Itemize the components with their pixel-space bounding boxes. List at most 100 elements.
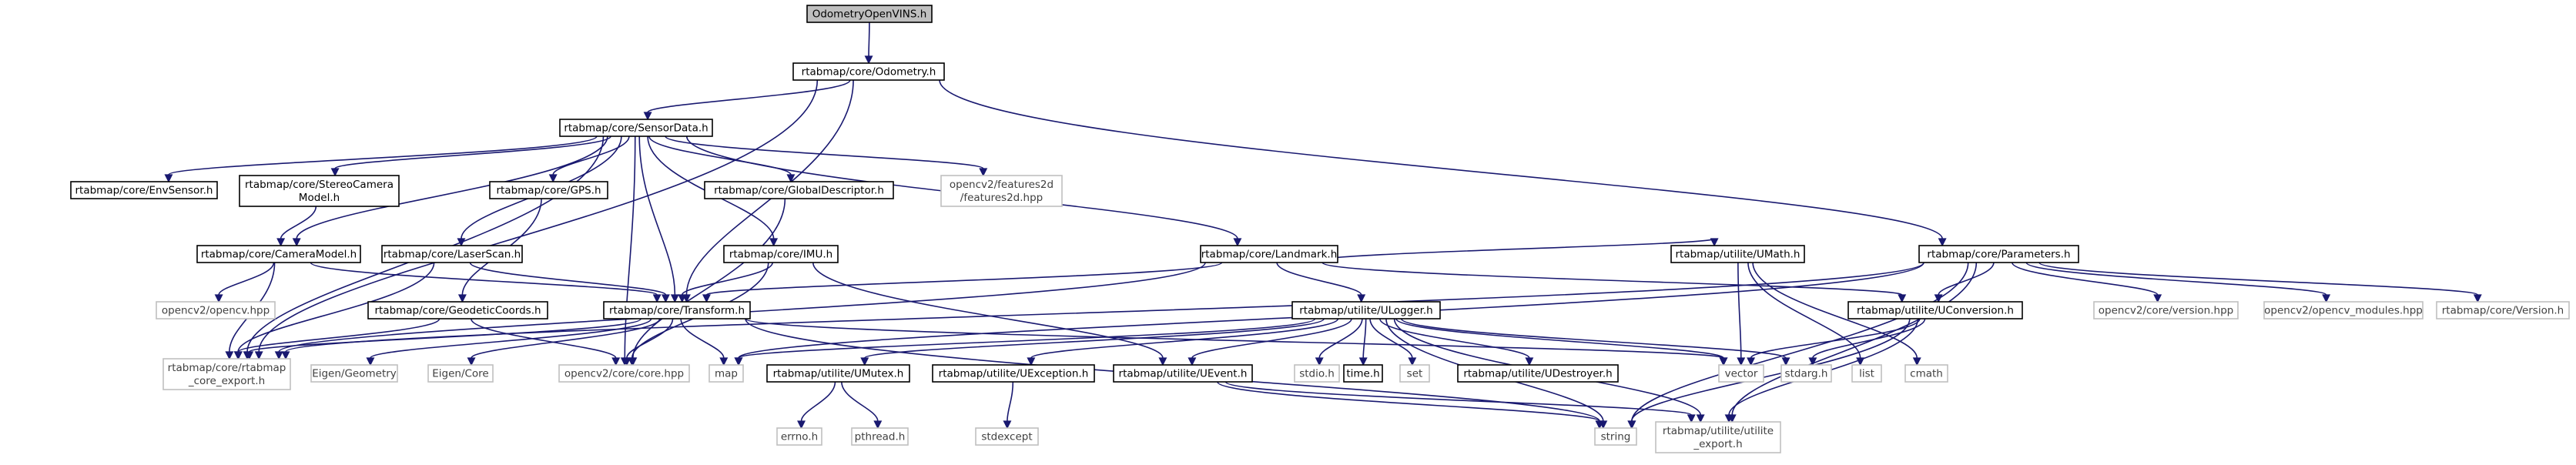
node-label: errno.h — [781, 431, 818, 443]
node-transform[interactable]: rtabmap/core/Transform.h — [603, 301, 751, 319]
node-box — [239, 175, 400, 207]
edge-parameters-to-opencv_modules — [2025, 262, 2331, 303]
node-time[interactable]: time.h — [1343, 364, 1383, 383]
node-cameramodel[interactable]: rtabmap/core/CameraModel.h — [196, 245, 361, 263]
node-label: list — [1859, 368, 1874, 380]
node-box — [792, 62, 945, 81]
edge-umath-to-vector — [1737, 262, 1746, 366]
edge-ulogger-to-udestroyer — [1379, 318, 1534, 366]
node-parameters[interactable]: rtabmap/core/Parameters.h — [1918, 245, 2079, 263]
node-box — [1655, 421, 1781, 453]
node-label: rtabmap/core/IMU.h — [729, 249, 832, 261]
node-label: rtabmap/core/GeodeticCoords.h — [374, 305, 541, 317]
node-globaldescriptor[interactable]: rtabmap/core/GlobalDescriptor.h — [704, 181, 894, 199]
edge-stereocamera-to-cameramodel — [276, 206, 317, 247]
node-sensordata[interactable]: rtabmap/core/SensorData.h — [559, 119, 713, 137]
node-box — [1847, 301, 2023, 319]
node-box — [723, 245, 839, 263]
node-version_hpp: opencv2/core/version.hpp — [2093, 301, 2239, 319]
node-uevent[interactable]: rtabmap/utilite/UEvent.h — [1113, 364, 1253, 383]
node-box — [1343, 364, 1383, 383]
edge-ulogger-to-time — [1358, 318, 1368, 366]
node-label: opencv2/opencv_modules.hpp — [2264, 305, 2423, 317]
node-box — [1294, 364, 1340, 383]
edge-uevent-to-utilite_export — [1224, 381, 1696, 423]
node-box — [559, 119, 713, 137]
node-box — [162, 358, 291, 390]
node-label: rtabmap/core/LaserScan.h — [384, 249, 521, 261]
node-ulogger[interactable]: rtabmap/utilite/ULogger.h — [1291, 301, 1441, 319]
edge-umutex-to-pthread — [841, 381, 883, 430]
node-eigen_core: Eigen/Core — [427, 364, 494, 383]
node-box — [310, 364, 398, 383]
node-features2d: opencv2/features2d/features2d.hpp — [940, 175, 1063, 207]
edge-sensordata-to-cameramodel — [292, 135, 608, 247]
node-box — [558, 364, 690, 383]
edge-umath-to-cmath — [1752, 262, 1921, 366]
edge-ulogger-to-uexception — [1027, 318, 1339, 366]
node-label: opencv2/core/version.hpp — [2099, 305, 2233, 317]
node-cmath: cmath — [1904, 364, 1948, 383]
node-box — [1399, 364, 1430, 383]
node-box — [851, 427, 909, 446]
node-box — [427, 364, 494, 383]
node-label: rtabmap/core/rtabmap — [168, 362, 286, 374]
node-pthread: pthread.h — [851, 427, 909, 446]
edge-sensordata-to-envsensor — [164, 135, 598, 183]
node-label: time.h — [1346, 368, 1379, 380]
node-box — [932, 364, 1095, 383]
edge-uconversion-to-vector — [1747, 318, 1921, 366]
node-label: rtabmap/utilite/UConversion.h — [1857, 305, 2014, 317]
node-envsensor[interactable]: rtabmap/core/EnvSensor.h — [70, 181, 218, 199]
edge-ulogger-to-map — [734, 318, 1316, 366]
node-uexception[interactable]: rtabmap/utilite/UException.h — [932, 364, 1095, 383]
node-label: _core_export.h — [188, 375, 265, 387]
node-label: pthread.h — [855, 431, 906, 443]
node-stdarg: stdarg.h — [1780, 364, 1832, 383]
node-box — [156, 301, 276, 319]
node-label: stdio.h — [1299, 368, 1335, 380]
node-laserscan[interactable]: rtabmap/core/LaserScan.h — [381, 245, 523, 263]
node-list: list — [1851, 364, 1882, 383]
edge-ulogger-to-stdarg — [1400, 318, 1790, 366]
node-set: set — [1399, 364, 1430, 383]
node-box — [381, 245, 523, 263]
node-umath[interactable]: rtabmap/utilite/UMath.h — [1670, 245, 1805, 263]
node-uconversion[interactable]: rtabmap/utilite/UConversion.h — [1847, 301, 2023, 319]
edge-landmark-to-transform — [702, 262, 1223, 303]
node-geodetic[interactable]: rtabmap/core/GeodeticCoords.h — [367, 301, 548, 319]
node-imu[interactable]: rtabmap/core/IMU.h — [723, 245, 839, 263]
edge-odometry-to-parameters — [939, 79, 1947, 247]
node-core_hpp: opencv2/core/core.hpp — [558, 364, 690, 383]
node-odometry_openvins[interactable]: OdometryOpenVINS.h — [806, 5, 933, 23]
node-label: rtabmap/core/Odometry.h — [802, 66, 936, 79]
edge-sensordata-to-gps — [548, 135, 630, 183]
node-umutex[interactable]: rtabmap/utilite/UMutex.h — [766, 364, 910, 383]
node-label: rtabmap/utilite/UDestroyer.h — [1463, 368, 1612, 380]
node-label: rtabmap/core/GPS.h — [496, 185, 601, 197]
node-opencv_hpp: opencv2/opencv.hpp — [156, 301, 276, 319]
node-stdio: stdio.h — [1294, 364, 1340, 383]
node-box — [1200, 245, 1338, 263]
node-box — [1904, 364, 1948, 383]
node-box — [1718, 364, 1764, 383]
node-label: rtabmap/core/CameraModel.h — [201, 249, 357, 261]
node-label: rtabmap/core/SensorData.h — [564, 122, 708, 135]
node-udestroyer[interactable]: rtabmap/utilite/UDestroyer.h — [1457, 364, 1619, 383]
node-label: set — [1407, 368, 1423, 380]
node-gps[interactable]: rtabmap/core/GPS.h — [489, 181, 608, 199]
edge-sensordata-to-globaldescriptor — [648, 135, 796, 183]
node-label: rtabmap/utilite/UMath.h — [1676, 249, 1801, 261]
node-stdexcept: stdexcept — [975, 427, 1039, 446]
node-odometry[interactable]: rtabmap/core/Odometry.h — [792, 62, 945, 81]
edge-ulogger-to-vector — [1395, 318, 1728, 366]
node-box — [70, 181, 218, 199]
node-label: rtabmap/utilite/ULogger.h — [1299, 305, 1433, 317]
node-label: /features2d.hpp — [960, 192, 1043, 204]
node-landmark[interactable]: rtabmap/core/Landmark.h — [1200, 245, 1338, 263]
node-box — [940, 175, 1063, 207]
node-label: stdarg.h — [1785, 368, 1828, 380]
node-label: rtabmap/core/StereoCamera — [245, 179, 394, 191]
